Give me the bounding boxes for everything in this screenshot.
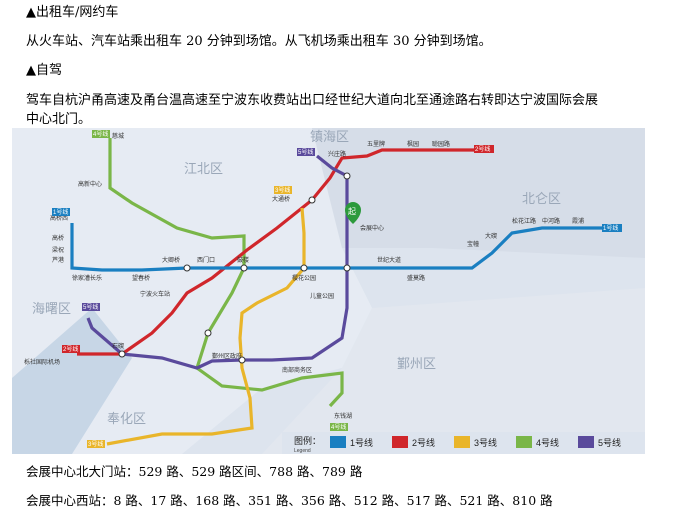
station-label: 枫园 [407,140,419,148]
station-label: 兴庄路 [328,150,346,158]
district-area-north [312,128,645,258]
station-label: 中河路 [542,217,560,225]
legend-swatch-5 [578,436,594,448]
district-label-beilun: 北仑区 [522,191,561,206]
district-label-fenghua: 奉化区 [107,411,146,426]
station-label: 鼓楼 [237,256,249,264]
station-label: 石碶 [112,342,124,350]
station-label: 盛莫路 [407,274,425,282]
station-label: 栎社国际机场 [24,358,60,366]
station-label: 高桥西 [50,214,68,222]
station-label: 高桥 [52,234,64,242]
drive-text-line1: 驾车自杭沪甬高速及甬台温高速至宁波东收费站出口经世纪大道向北至通途路右转即达宁波… [26,93,599,108]
district-label-zhenhai: 镇海区 [310,129,349,144]
line-tag-4-north [92,130,110,138]
legend-label-3: 3号线 [474,437,497,448]
line-tag-2-east [474,145,494,153]
station-label: 宝幢 [467,240,479,248]
station-label: 宁波火车站 [140,290,170,298]
start-marker-icon: 起 [345,202,361,224]
station-label: 松花江路 [512,217,536,225]
line-tag-label: 4号线 [93,130,108,138]
legend-subtitle: Legend [294,448,311,454]
line-tag-label: 3号线 [275,186,290,194]
drive-text-line2: 中心北门。 [26,112,92,127]
station-gulou [240,264,248,272]
line-tag-label: 5号线 [83,303,98,311]
station-label: 樱花公园 [292,274,316,282]
station-label: 大卿桥 [162,256,180,264]
legend-label-1: 1号线 [350,437,373,448]
line-tag-label: 3号线 [88,440,103,448]
line-tag-5-west [82,303,100,311]
station-label: 望春桥 [132,274,150,282]
station-kongpu [308,196,316,204]
station-label: 鄞州区政府 [212,352,242,360]
line-tag-label: 2号线 [63,345,78,353]
legend-swatch-3 [454,436,470,448]
station-label: 东钱湖 [334,412,352,420]
district-area-south [262,288,645,454]
river-area [12,308,132,454]
station-ningbodaxue [343,172,351,180]
district-label-jiangbei: 江北区 [184,161,223,176]
station-label: 聪园路 [432,140,450,148]
station-label: 芦港 [52,256,64,264]
station-label: 高新中心 [78,180,102,188]
station-label: 慈城 [112,132,124,140]
station-chenghuangmiao [204,329,212,337]
line-tag-4-south [330,423,348,431]
line-tag-label: 5号线 [298,148,313,156]
line-tag-3-north [274,186,292,194]
line-tag-5-north [297,148,315,156]
station-label: 世纪大道 [377,256,401,264]
station-shiqi [118,350,126,358]
legend-label-2: 2号线 [412,437,435,448]
legend-label-4: 4号线 [536,437,559,448]
district-label-haishu: 海曙区 [32,301,71,316]
station-label: 大通桥 [272,195,290,203]
line-tag-label: 4号线 [331,423,346,431]
station-yinghuagongyuan [300,264,308,272]
metro-map: 江北区 镇海区 北仑区 海曙区 鄞州区 奉化区 起 高桥西 高桥 梁祝 芦港 徐… [12,128,645,454]
station-shijidadao [343,264,351,272]
line-tag-1-west [52,208,70,216]
station-label: 儿童公园 [310,292,334,300]
metro-line-4 [108,138,344,408]
line-tag-1-east [602,224,622,232]
station-label: 徐家漕长乐 [72,274,102,282]
legend-swatch-2 [392,436,408,448]
taxi-heading: ▲出租车/网约车 [26,5,119,20]
station-label: 南部商务区 [282,366,312,374]
line-tag-3-south [87,440,105,448]
line-tag-label: 1号线 [603,224,618,232]
bus-north-gate: 会展中心北大门站：529 路、529 路区间、788 路、789 路 [26,464,363,479]
taxi-text: 从火车站、汽车站乘出租车 20 分钟到场馆。从飞机场乘出租车 30 分钟到场馆。 [26,34,492,49]
line-tag-label: 2号线 [475,145,490,153]
metro-line-2 [77,148,482,356]
drive-heading: ▲自驾 [26,63,62,78]
station-yinzhouquzhengfu [238,356,246,364]
line-tag-2-west [62,345,80,353]
station-label: 五里牌 [367,140,385,148]
legend-swatch-1 [330,436,346,448]
legend-swatch-4 [516,436,532,448]
district-label-yinzhou: 鄞州区 [397,356,436,371]
station-label: 梁祝 [52,246,64,254]
station-label: 霞浦 [572,217,584,225]
start-marker-label: 起 [348,207,356,216]
station-label: 大碶 [485,232,497,240]
station-daqingqiao [183,264,191,272]
metro-line-1 [70,223,602,272]
map-legend: 图例： Legend 1号线 2号线 3号线 4号线 5号线 [282,432,645,454]
line-tag-label: 1号线 [53,208,68,216]
station-label: 会展中心 [360,224,384,232]
legend-title: 图例： [294,435,321,446]
legend-label-5: 5号线 [598,437,621,448]
bus-west-station: 会展中心西站：8 路、17 路、168 路、351 路、356 路、512 路、… [26,493,553,508]
station-label: 西门口 [197,256,215,264]
